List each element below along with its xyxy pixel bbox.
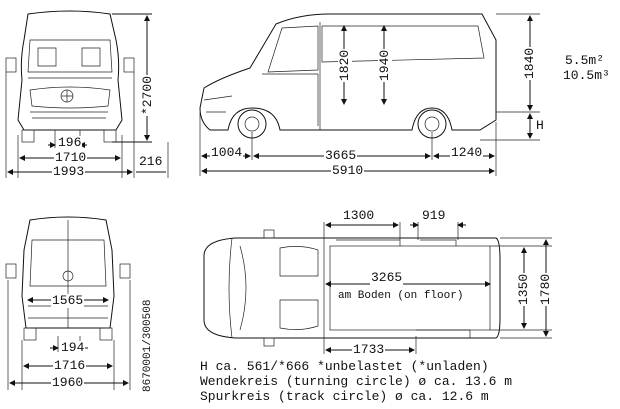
side-height-label: 1840 — [522, 46, 537, 80]
ground-clearance-marker: H — [536, 118, 544, 133]
rear-overall-label: 1960 — [51, 375, 85, 390]
drawing-number: 8670001/300508 — [142, 299, 154, 392]
mirror-offset-label: 216 — [139, 154, 163, 169]
front-view — [5, 10, 169, 178]
rear-door-width-label: 919 — [422, 208, 446, 223]
top-view — [203, 222, 552, 354]
rear-base-label: 194 — [60, 340, 86, 355]
cargo-width-label: 1780 — [538, 272, 553, 306]
floor-caption: am Boden (on floor) — [338, 290, 464, 302]
rear-axle-label: 1716 — [53, 358, 87, 373]
interior-height-1-label: 1820 — [337, 48, 352, 82]
door-width-label: 1300 — [342, 208, 376, 223]
note-track-circle: Spurkreis (track circle) ø ca. 12.6 m — [200, 389, 489, 404]
overall-width-label: 1993 — [52, 164, 86, 179]
front-overhang-label: 1004 — [210, 145, 244, 160]
note-ground-clearance: H ca. 561/*666 *unbelastet (*unladen) — [200, 359, 489, 374]
note-turning-circle: Wendekreis (turning circle) ø ca. 13.6 m — [200, 374, 513, 389]
floor-length-label: 3265 — [370, 270, 404, 285]
rear-track-label: 1565 — [51, 293, 85, 308]
side-view — [199, 13, 540, 176]
overall-length-label: 5910 — [331, 163, 365, 178]
rear-overhang-label: 1240 — [450, 145, 484, 160]
floor-width-label: 1350 — [516, 272, 531, 306]
total-height-label: *2700 — [140, 74, 155, 116]
wheelbase-label: 3665 — [324, 148, 358, 163]
base-width-label: 196 — [57, 135, 83, 150]
track-width-label: 1710 — [54, 150, 88, 165]
volume-1-label: 5.5m² — [565, 53, 605, 68]
side-door-width-label: 1733 — [352, 342, 386, 357]
interior-height-2-label: 1940 — [377, 48, 392, 82]
volume-2-label: 10.5m³ — [563, 68, 610, 83]
